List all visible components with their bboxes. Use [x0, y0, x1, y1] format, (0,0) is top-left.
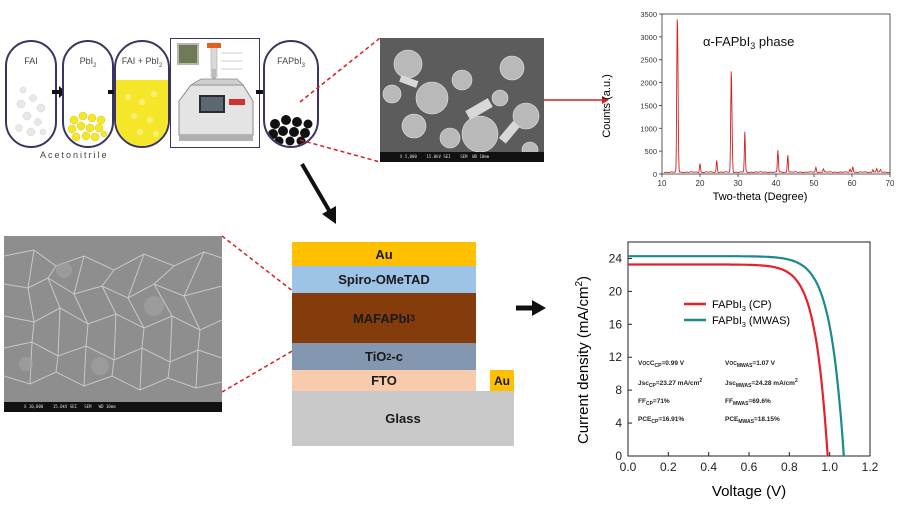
jv-ytick-label: 24 [609, 251, 623, 265]
xrd-xtick-label: 40 [772, 179, 781, 188]
layer-glass: Glass [292, 391, 514, 446]
jv-xtick-label: 0.4 [700, 460, 717, 474]
sem-film-texture [4, 236, 222, 412]
xrd-ytick-label: 1500 [640, 101, 657, 110]
xrd-ytick-label: 2000 [640, 79, 657, 88]
xrd-annotation: α-FAPbI3 phase [703, 34, 794, 51]
xrd-ytick-label: 3000 [640, 33, 657, 42]
jsc-cp-text: JscCP=23.27 mA/cm2 [638, 378, 702, 389]
yellow-solution [116, 80, 168, 146]
jv-xtick-label: 0.6 [741, 460, 758, 474]
microwave-reactor-panel [170, 38, 260, 148]
layer-perovskite-label: MAFAPbI [352, 310, 411, 326]
jv-xtick-label: 0.2 [660, 460, 677, 474]
xrd-ytick-label: 0 [653, 170, 657, 179]
xrd-xtick-label: 50 [810, 179, 819, 188]
jsc-mwas-text: JscMWAS=24.28 mA/cm2 [725, 378, 798, 389]
jv-xlabel: Voltage (V) [712, 483, 786, 500]
layer-au-top: Au [292, 242, 476, 266]
xrd-xlabel: Two-theta (Degree) [713, 191, 808, 203]
vial-pbi2: PbI2 [62, 40, 114, 148]
sem-image-powder: X 5,000 15.0kV SEI SEM WD 10mm [380, 38, 544, 162]
xrd-ytick-label: 500 [644, 147, 657, 156]
voc-cp-text: VOCCCP=0.99 V [638, 360, 685, 369]
xrd-xtick-label: 60 [848, 179, 857, 188]
black-particles [268, 115, 313, 146]
jv-ytick-label: 0 [615, 449, 622, 463]
legend-mwas-label: FAPbI3 (MWAS) [712, 315, 790, 329]
microwave-reactor-icon [177, 42, 254, 141]
jv-chart: 0.0 0.2 0.4 0.6 0.8 1.0 1.2 0 4 8 12 16 20 24 FAPbI3 … [574, 241, 879, 500]
white-particles [15, 86, 47, 137]
xrd-xtick-label: 20 [696, 179, 705, 188]
xrd-xtick-label: 70 [886, 179, 895, 188]
layer-tio2-label: TiO [364, 349, 387, 364]
solvent-label: Acetonitrile [40, 150, 109, 160]
vial-product: FAPbI3 [263, 40, 319, 148]
xrd-ylabel: Counts (a.u.) [601, 74, 613, 138]
vial-mixture-label: FAI + PbI [121, 56, 159, 66]
jv-ytick-label: 20 [609, 284, 623, 298]
vial-mixture: FAI + PbI2 [114, 40, 170, 148]
jv-ytick-label: 12 [609, 350, 623, 364]
sem-image-film: X 10,000 15.0kV SEI SEM WD 10mm [4, 236, 222, 412]
vial-pbi2-label: PbI [79, 56, 94, 66]
ff-cp-text: FFCP=71% [638, 398, 670, 407]
jv-parameters: VOCCCP=0.99 V VOCMWAS=1.07 V JscCP=23.27… [638, 360, 798, 425]
jv-curve-cp [628, 263, 829, 457]
vial-fai-label: FAI [24, 56, 38, 66]
legend-cp-label: FAPbI3 (CP) [712, 299, 772, 313]
layer-au-side: Au [490, 370, 514, 391]
jv-xtick-label: 1.2 [862, 460, 879, 474]
xrd-xtick-label: 30 [734, 179, 743, 188]
xrd-ytick-label: 3500 [640, 10, 657, 19]
sem-scalebar: X 10,000 15.0kV SEI SEM WD 10mm [4, 402, 222, 412]
jv-curve-mwas [628, 255, 845, 457]
jv-ylabel: Current density (mA/cm2) [574, 276, 592, 444]
jv-xtick-label: 0.8 [781, 460, 798, 474]
xrd-chart: 10 20 30 40 50 60 70 0 500 1000 1500 2000 2500 3000 35… [601, 10, 895, 203]
vial-product-label: FAPbI [277, 56, 302, 66]
jv-xtick-label: 0.0 [620, 460, 637, 474]
xrd-ytick-label: 2500 [640, 56, 657, 65]
xrd-xtick-label: 10 [658, 179, 667, 188]
jv-ytick-label: 8 [615, 383, 622, 397]
layer-spiro: Spiro-OMeTAD [292, 266, 476, 293]
sem-powder-texture [380, 38, 544, 162]
jv-legend: FAPbI3 (CP) FAPbI3 (MWAS) [684, 299, 790, 329]
pce-cp-text: PCECP=16.91% [638, 416, 684, 425]
jv-ytick-label: 4 [615, 416, 622, 430]
jv-ytick-label: 16 [609, 317, 623, 331]
pce-mwas-text: PCEMWAS=18.15% [725, 416, 780, 425]
yellow-particles [67, 111, 108, 142]
voc-mwas-text: VOCMWAS=1.07 V [725, 360, 776, 369]
jv-xtick-label: 1.0 [821, 460, 838, 474]
layer-fto: FTO [292, 370, 476, 391]
xrd-pattern-line [663, 19, 890, 174]
sem-scalebar: X 5,000 15.0kV SEI SEM WD 10mm [380, 152, 544, 162]
vial-fai: FAI [5, 40, 57, 148]
ff-mwas-text: FFMWAS=69.6% [725, 398, 771, 407]
xrd-ytick-label: 1000 [640, 124, 657, 133]
